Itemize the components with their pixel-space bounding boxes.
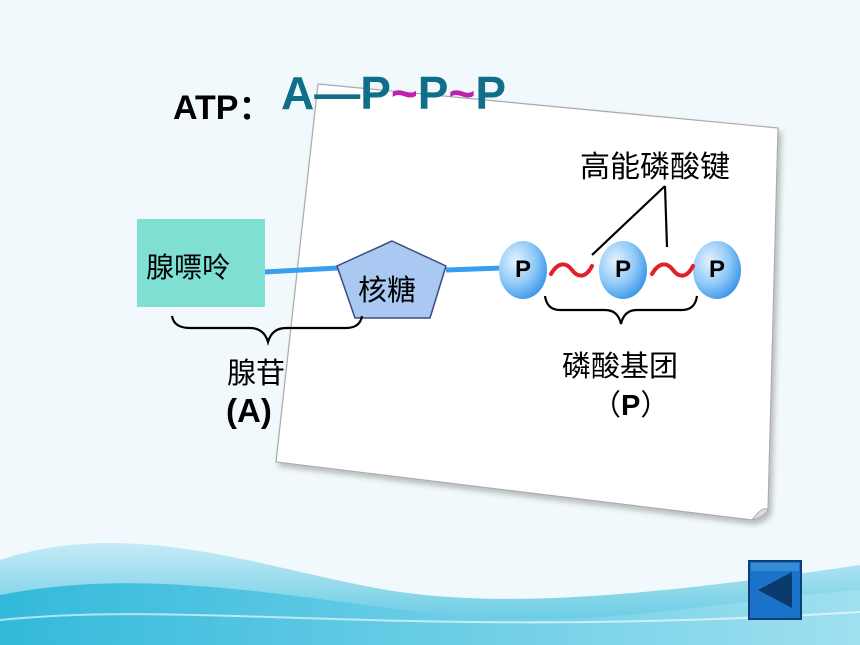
phosphate-group-label: 磷酸基团: [562, 349, 679, 383]
high-energy-bond-2: [650, 262, 695, 278]
back-button[interactable]: [748, 560, 802, 620]
ribose-label: 核糖: [358, 273, 417, 307]
ribose-pentagon: [336, 240, 447, 319]
phosphate-circle-1: [499, 241, 547, 299]
phosphate-letter-3: P: [708, 256, 725, 283]
paper-card: [275, 83, 779, 521]
adenine-ribose-link: [263, 265, 339, 275]
high-energy-bond-1: [549, 262, 594, 278]
formula-tilde-2: ~: [448, 67, 476, 119]
phosphate-group-abbr: （P）: [592, 382, 669, 424]
atp-label: ATP：: [173, 89, 273, 127]
adenosine-brace: [170, 315, 364, 346]
adenine-label: 腺嘌呤: [146, 251, 231, 284]
triangle-left-icon: [748, 560, 802, 620]
ribose-phosphate-link: [445, 265, 503, 273]
high-energy-bond-label: 高能磷酸键: [580, 150, 730, 185]
phosphate-circle-3: [693, 241, 741, 299]
adenosine-label: 腺苷: [227, 356, 286, 390]
phosphate-letter-1: P: [514, 256, 531, 283]
phosphate-brace: [543, 295, 699, 325]
phosphate-abbr-open: （: [592, 388, 622, 422]
background-wave: [0, 543, 860, 645]
atp-formula: A—P~P~P: [281, 66, 506, 120]
phosphate-abbr-close: ）: [640, 388, 670, 422]
bond-pointer-lines: [591, 185, 669, 256]
formula-part-2: P: [417, 67, 449, 119]
phosphate-letter-2: P: [614, 256, 631, 283]
adenine-box: [137, 219, 265, 307]
adenosine-abbr: (A): [226, 392, 272, 429]
phosphate-abbr-letter: P: [621, 390, 641, 422]
formula-part-3: P: [475, 67, 507, 119]
formula-part-1: A—P: [281, 67, 391, 119]
formula-tilde-1: ~: [390, 67, 418, 119]
phosphate-circle-2: [599, 241, 647, 299]
